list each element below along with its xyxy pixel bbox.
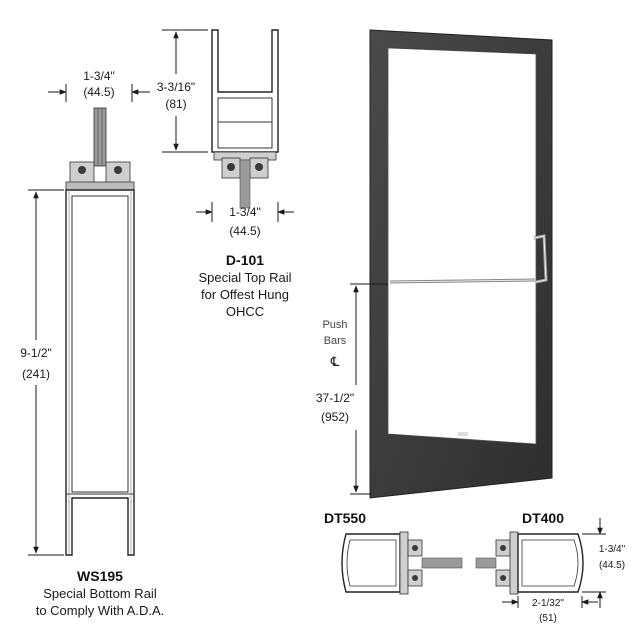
d101-desc-line1: Special Top Rail [199, 270, 292, 285]
dt400-glass [475, 557, 497, 569]
ws195-glass-insert [93, 107, 107, 167]
d101-height-mm: (81) [165, 97, 186, 111]
ws195-profile [65, 189, 135, 556]
ws195-width-dimension: 1-3/4" (44.5) [48, 69, 150, 102]
d101-width-mm: (44.5) [229, 224, 260, 238]
door-glass [387, 47, 537, 445]
d101-glazing-stops [213, 151, 277, 179]
centerline-symbol: ℄ [330, 354, 340, 369]
ws195-desc-line1: Special Bottom Rail [43, 586, 157, 601]
dt550-glass [421, 557, 463, 569]
dt400-glazing-stops [495, 531, 519, 595]
door-height-mm: (952) [321, 410, 349, 424]
dt400-depth-in: 1-3/4" [599, 544, 626, 555]
d101-desc-line2: for Offest Hung [201, 287, 289, 302]
ws195-height-in: 9-1/2" [20, 346, 52, 360]
ws195-width-mm: (44.5) [83, 85, 114, 99]
ws195-height-dimension: 9-1/2" (241) [20, 189, 64, 556]
ws195-width-in: 1-3/4" [83, 69, 115, 83]
d101-code: D-101 [226, 252, 264, 268]
d101-desc-line3: OHCC [226, 304, 264, 319]
d101-height-dimension: 3-3/16" (81) [157, 29, 208, 153]
ws195-detail: 1-3/4" (44.5) 9-1/2" (241) [20, 69, 164, 618]
dt400-width-in: 2-1/32" [532, 598, 564, 609]
d101-width-dimension: 1-3/4" (44.5) [196, 202, 294, 238]
door-height-in: 37-1/2" [316, 391, 354, 405]
dt400-depth-mm: (44.5) [599, 560, 625, 571]
lock-slot [458, 432, 468, 436]
d101-profile [211, 29, 279, 153]
ws195-height-mm: (241) [22, 367, 50, 381]
dt400-width-mm: (51) [539, 613, 557, 624]
d101-glass-insert [239, 159, 251, 209]
d101-detail: 3-3/16" (81) 1-3/4" (44.5) D-101 Special… [157, 29, 294, 319]
ws195-code: WS195 [77, 568, 123, 584]
dt550-code: DT550 [324, 510, 366, 526]
dt400-depth-dimension: 1-3/4" (44.5) [582, 518, 626, 608]
dt550-detail: DT550 [324, 510, 463, 595]
ws195-glazing-stops [65, 161, 135, 191]
dt400-profile [517, 533, 584, 593]
door-height-dimension: 37-1/2" (952) [316, 283, 388, 495]
dt550-glazing-stops [399, 531, 423, 595]
push-bar [389, 278, 536, 284]
d101-width-in: 1-3/4" [229, 205, 261, 219]
push-label-line1: Push [322, 319, 347, 331]
dt400-code: DT400 [522, 510, 564, 526]
dt550-profile [341, 533, 401, 593]
dt400-width-dimension: 2-1/32" (51) [502, 596, 598, 624]
door-elevation: Push Bars ℄ 37-1/2" (952) [316, 29, 553, 499]
d101-height-in: 3-3/16" [157, 80, 195, 94]
push-label-line2: Bars [324, 335, 347, 347]
ws195-desc-line2: to Comply With A.D.A. [36, 603, 165, 618]
dt400-detail: DT400 1-3/4" (44.5) 2-1/32" (51) [475, 510, 626, 624]
